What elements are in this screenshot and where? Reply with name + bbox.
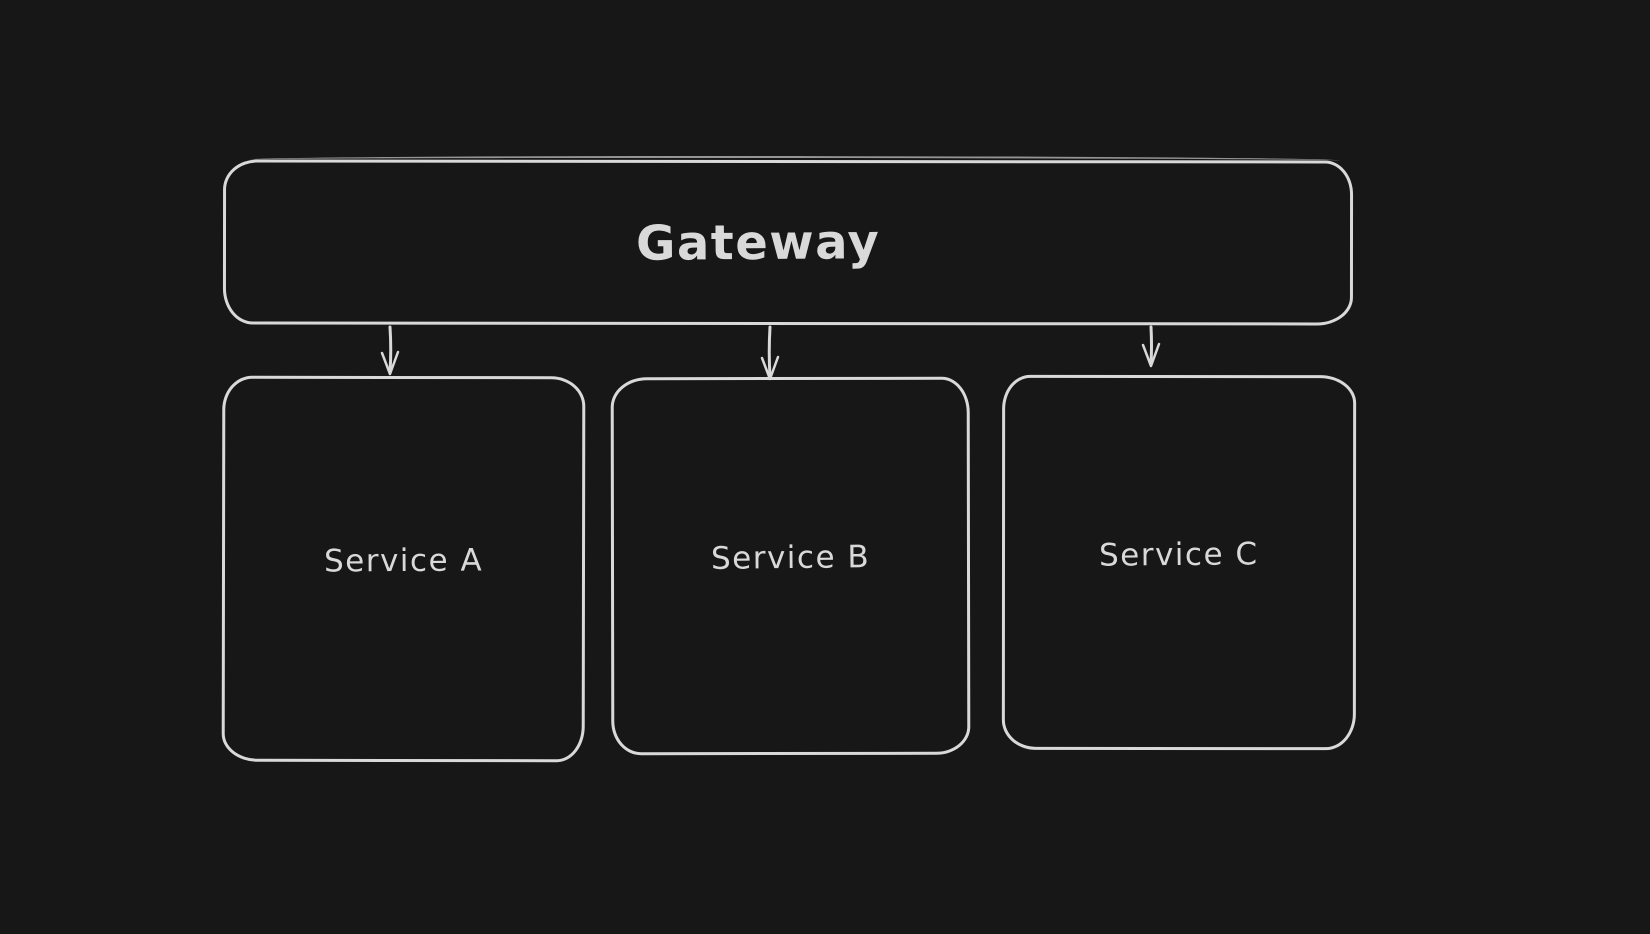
arrow-shaft (388, 325, 393, 374)
arrow-gateway-to-service-a[interactable] (380, 325, 400, 376)
arrowhead-down-icon (760, 355, 780, 381)
arrow-shaft (767, 325, 772, 379)
node-service-b[interactable]: Service B (610, 376, 971, 756)
arrowhead-down-icon (380, 350, 400, 376)
arrow-gateway-to-service-c[interactable] (1141, 325, 1161, 368)
node-service-b-label: Service B (710, 539, 871, 577)
node-service-c-label: Service C (1099, 535, 1259, 574)
node-gateway[interactable]: Gateway (222, 159, 1354, 326)
node-gateway-label: Gateway (635, 213, 881, 272)
node-service-a-label: Service A (323, 542, 484, 580)
arrow-gateway-to-service-b[interactable] (760, 325, 780, 381)
arrowhead-down-icon (1141, 342, 1161, 368)
node-service-a[interactable]: Service A (221, 375, 586, 763)
arrow-shaft (1149, 325, 1153, 366)
node-service-c[interactable]: Service C (1001, 374, 1357, 751)
